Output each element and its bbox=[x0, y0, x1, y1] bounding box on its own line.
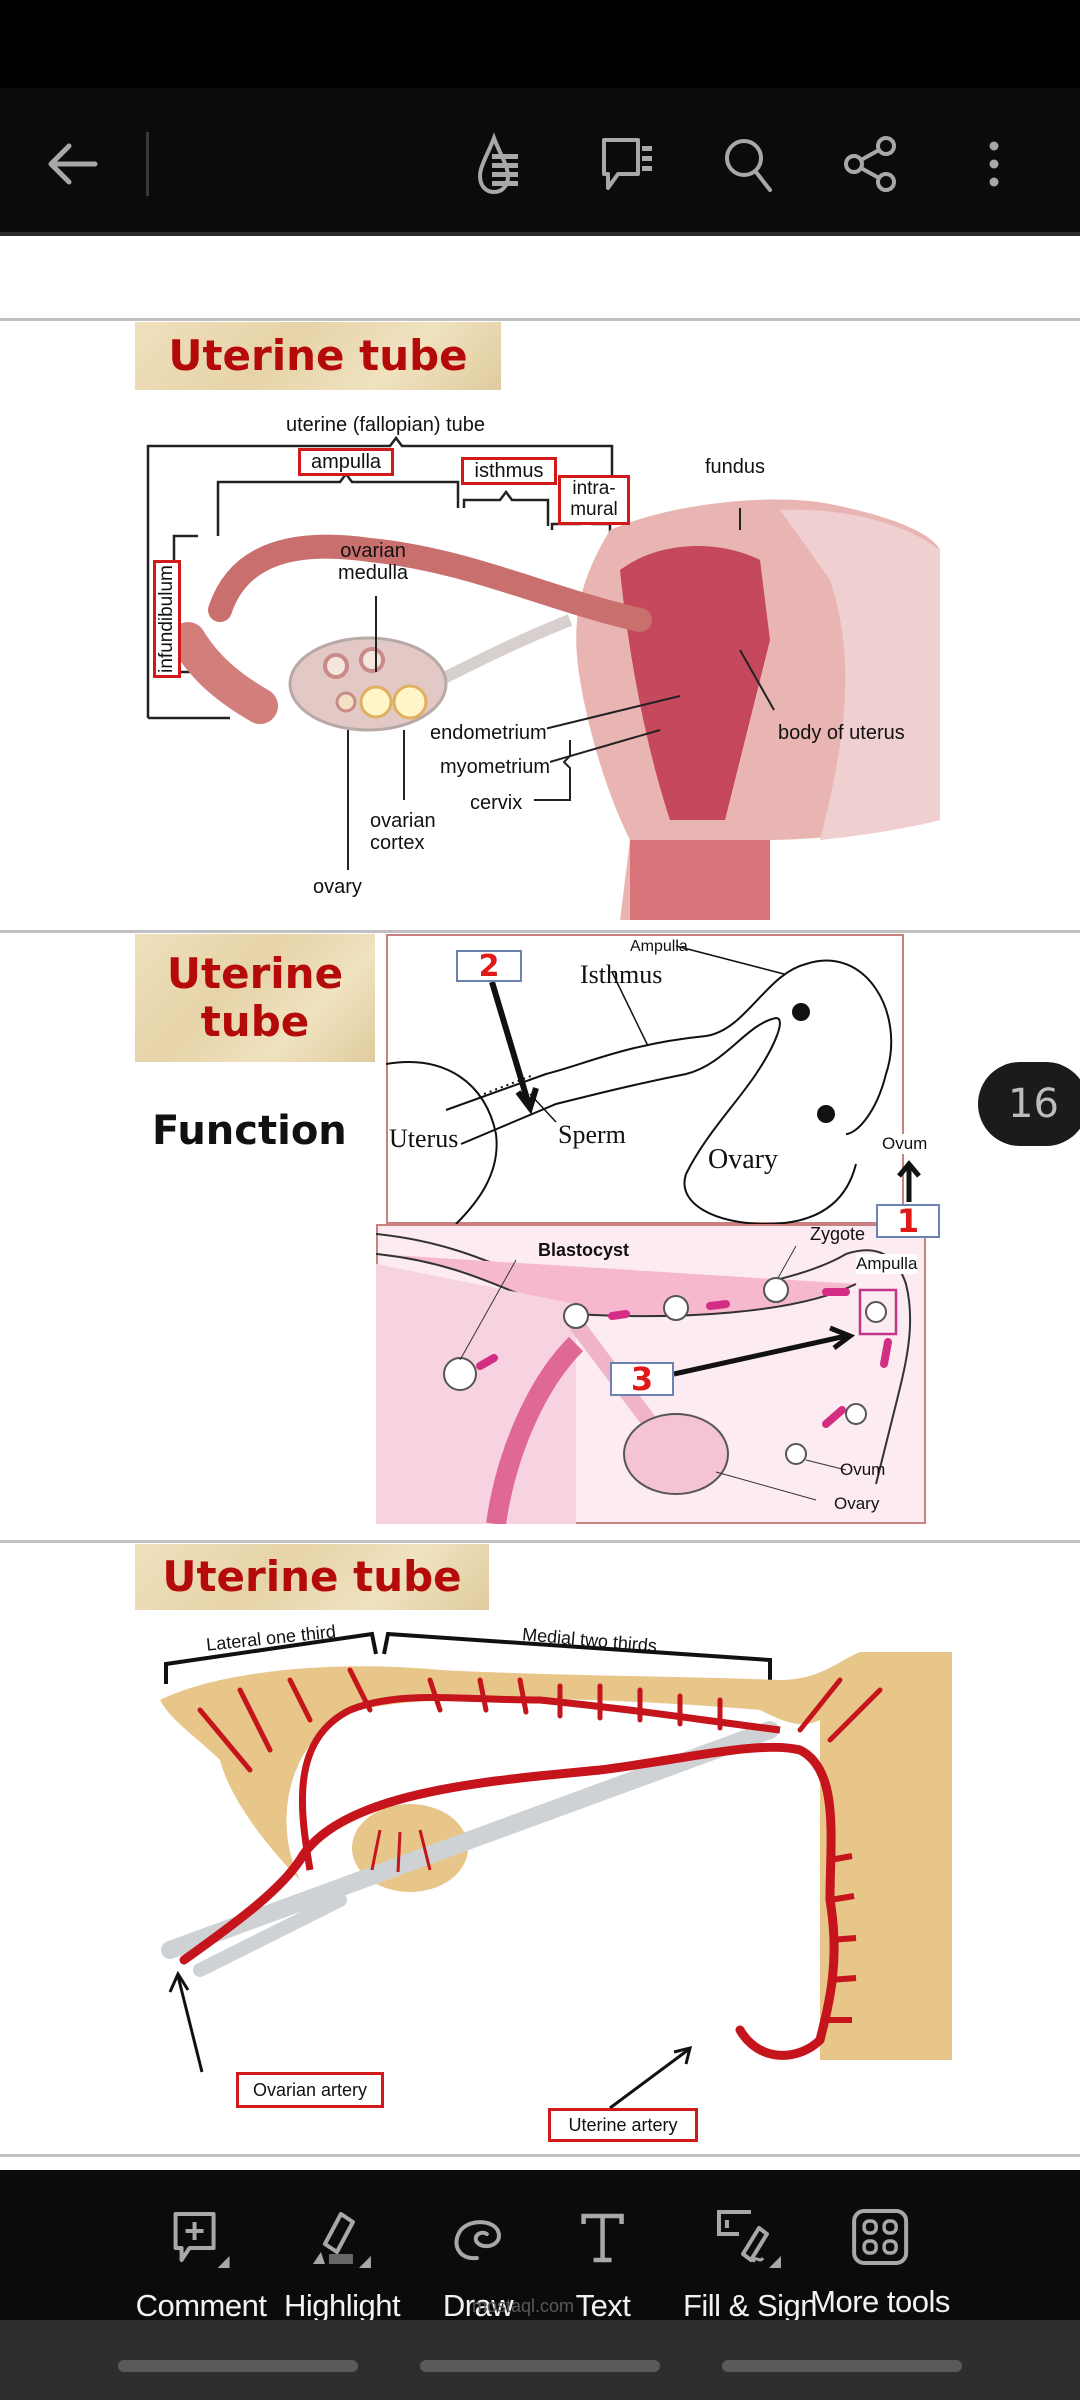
label-uterine-tube: uterine (fallopian) tube bbox=[286, 414, 486, 436]
label-ovarian-artery: Ovarian artery bbox=[236, 2072, 384, 2108]
text-icon bbox=[581, 2213, 625, 2263]
label-uterine-artery: Uterine artery bbox=[548, 2108, 698, 2142]
page-separator bbox=[0, 1540, 1080, 1543]
uterus-anatomy-illustration bbox=[146, 435, 940, 920]
liquid-mode-icon bbox=[477, 132, 518, 195]
liquid-mode-button[interactable] bbox=[474, 132, 538, 196]
arrow-up-icon bbox=[897, 1160, 921, 1202]
comment-list-icon bbox=[602, 138, 652, 190]
label-bottom-ovum: Ovum bbox=[840, 1460, 886, 1479]
marker-1: 1 bbox=[876, 1202, 940, 1240]
nav-pill-right[interactable] bbox=[722, 2360, 962, 2372]
slide-subtitle-function: Function bbox=[152, 1108, 347, 1154]
tool-more-tools[interactable]: More tools bbox=[810, 2170, 950, 2320]
tube-blood-supply-illustration bbox=[160, 1631, 952, 2110]
label-intramural-line1: intra- bbox=[572, 478, 616, 500]
label-top-uterus: Uterus bbox=[389, 1124, 459, 1153]
label-ovarian-medulla: ovarian medulla bbox=[338, 540, 409, 584]
search-icon bbox=[725, 139, 772, 192]
tool-text[interactable]: Text bbox=[576, 2170, 631, 2323]
label-myometrium: myometrium bbox=[440, 756, 551, 779]
grid-icon bbox=[851, 2209, 908, 2265]
label-top-ovum: Ovum bbox=[882, 1134, 928, 1154]
tool-draw[interactable]: Draw bbox=[443, 2170, 514, 2323]
tool-fill-sign[interactable]: Fill & Sign bbox=[683, 2170, 818, 2323]
comment-add-icon bbox=[174, 2212, 230, 2268]
toolbar-divider bbox=[146, 132, 149, 196]
tool-comment[interactable]: Comment bbox=[136, 2170, 267, 2323]
nav-pill-center[interactable] bbox=[420, 2360, 660, 2372]
nav-pill-left[interactable] bbox=[118, 2360, 358, 2372]
label-ampulla: ampulla bbox=[298, 448, 394, 476]
label-top-isthmus: Isthmus bbox=[580, 960, 663, 989]
arrow-left-icon bbox=[48, 143, 98, 185]
system-nav-bar bbox=[0, 2320, 1080, 2400]
status-bar bbox=[0, 0, 1080, 88]
more-options-button[interactable] bbox=[962, 132, 1026, 196]
fertilization-line-diagram bbox=[386, 934, 904, 1224]
label-bottom-ampulla: Ampulla bbox=[856, 1254, 918, 1274]
comments-list-button[interactable] bbox=[596, 132, 660, 196]
more-vertical-icon bbox=[989, 141, 999, 187]
label-intramural: intra- mural bbox=[558, 475, 630, 525]
slide-1-title: Uterine tube bbox=[135, 322, 501, 390]
page-separator bbox=[0, 318, 1080, 321]
label-zygote: Zygote bbox=[810, 1224, 866, 1244]
label-endometrium: endometrium bbox=[430, 722, 547, 745]
label-intramural-line2: mural bbox=[570, 499, 618, 520]
label-bottom-ovary: Ovary bbox=[834, 1494, 880, 1513]
watermark: mostaql.com bbox=[472, 2296, 575, 2316]
slide-2-title: Uterine tube bbox=[135, 934, 375, 1062]
label-cervix: cervix bbox=[470, 792, 523, 815]
fertilization-drawing bbox=[386, 945, 893, 1224]
label-isthmus: isthmus bbox=[461, 457, 557, 485]
label-body-of-uterus: body of uterus bbox=[778, 722, 905, 744]
label-ovarian-cortex: ovarian cortex bbox=[370, 810, 436, 854]
page-separator bbox=[0, 930, 1080, 933]
slide-3-title: Uterine tube bbox=[135, 1544, 489, 1610]
transport-drawing bbox=[376, 1233, 912, 1524]
page-number-badge[interactable]: 16 bbox=[978, 1062, 1080, 1146]
fill-sign-icon bbox=[716, 2210, 781, 2268]
label-infundibulum: infundibulum bbox=[153, 560, 181, 678]
label-top-ampulla: Ampulla bbox=[630, 938, 688, 955]
share-button[interactable] bbox=[838, 132, 902, 196]
label-top-ovary: Ovary bbox=[708, 1144, 778, 1175]
bottom-toolbar: Comment Highlight Draw Text bbox=[0, 2170, 1080, 2323]
tool-highlight[interactable]: Highlight bbox=[284, 2170, 401, 2323]
marker-3: 3 bbox=[610, 1360, 674, 1398]
highlighter-icon bbox=[313, 2212, 371, 2268]
label-top-sperm: Sperm bbox=[558, 1120, 626, 1149]
marker-2: 2 bbox=[456, 949, 522, 984]
draw-icon bbox=[454, 2220, 502, 2261]
label-ovary: ovary bbox=[313, 876, 362, 898]
search-button[interactable] bbox=[716, 132, 780, 196]
top-toolbar bbox=[0, 88, 1080, 236]
page-separator bbox=[0, 2154, 1080, 2157]
share-icon bbox=[844, 136, 896, 192]
label-blastocyst: Blastocyst bbox=[538, 1240, 630, 1260]
back-button[interactable] bbox=[40, 132, 104, 196]
label-fundus: fundus bbox=[705, 456, 766, 478]
